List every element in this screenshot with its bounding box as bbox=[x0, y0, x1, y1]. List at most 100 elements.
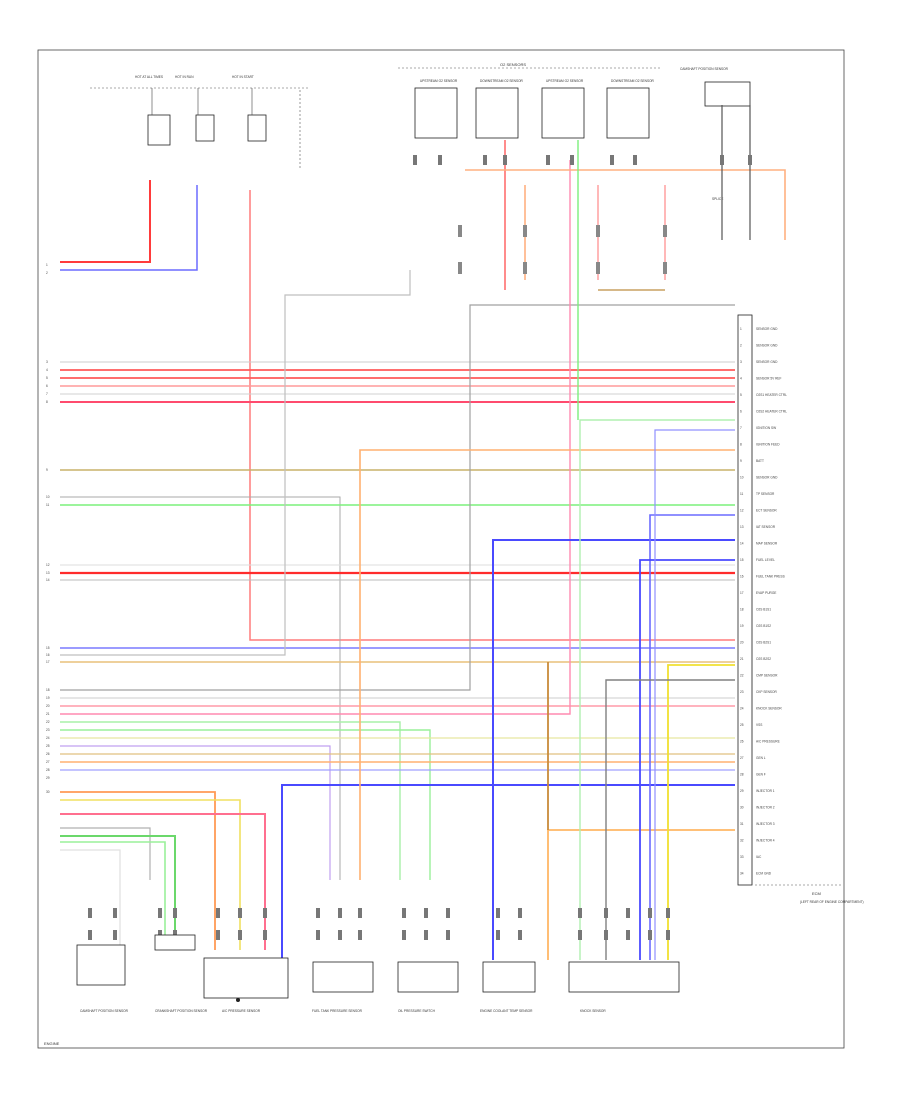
ecm-pin-label: SENSOR GND bbox=[756, 327, 778, 331]
wire bbox=[60, 813, 266, 950]
ecm-pin-number: 17 bbox=[740, 591, 744, 595]
left-pin-number: 3 bbox=[46, 360, 48, 364]
ecm-pin-label: O2S B2S2 bbox=[756, 657, 771, 661]
ecm-pin-number: 12 bbox=[740, 509, 744, 513]
connector-pin bbox=[88, 930, 92, 940]
connector-pin bbox=[626, 908, 630, 918]
component-label-1: CAMSHAFT POSITION SENSOR bbox=[80, 1009, 129, 1013]
component-box-5 bbox=[397, 961, 459, 993]
left-pin-number: 19 bbox=[46, 696, 50, 700]
wire bbox=[649, 514, 735, 960]
connector-pin bbox=[626, 930, 630, 940]
left-pin-number: 12 bbox=[46, 563, 50, 567]
ecm-pin-number: 33 bbox=[740, 855, 744, 859]
wire bbox=[60, 849, 121, 945]
connector-pin bbox=[216, 930, 220, 940]
ecm-pin-number: 19 bbox=[740, 624, 744, 628]
left-pin-number: 17 bbox=[46, 660, 50, 664]
connector-pin bbox=[523, 225, 527, 237]
connector-pin bbox=[88, 908, 92, 918]
ecm-pin-number: 3 bbox=[740, 360, 742, 364]
o2-sensor-label-3: UPSTREAM O2 SENSOR bbox=[546, 79, 584, 83]
wire bbox=[60, 721, 401, 880]
connector-pin bbox=[610, 155, 614, 165]
ecm-pin-label: INJECTOR 1 bbox=[756, 789, 775, 793]
o2-sensors: O2 SENSORS UPSTREAM O2 SENSOR DOWNSTREAM… bbox=[398, 62, 751, 201]
connector-pin bbox=[238, 908, 242, 918]
connector-pin bbox=[338, 930, 342, 940]
connector-pin bbox=[358, 930, 362, 940]
wire bbox=[465, 169, 786, 240]
left-pin-number: 29 bbox=[46, 776, 50, 780]
connector-pin bbox=[633, 155, 637, 165]
connector-pin bbox=[596, 225, 600, 237]
ecm-pin-label: A/C PRESSURE bbox=[756, 740, 780, 744]
ecm-pin-label: BATT bbox=[756, 459, 764, 463]
connector-pin bbox=[570, 155, 574, 165]
connector-pin bbox=[316, 908, 320, 918]
connector-pin bbox=[518, 930, 522, 940]
left-pin-number: 9 bbox=[46, 468, 48, 472]
connector-pin bbox=[413, 155, 417, 165]
ecm-pin-number: 14 bbox=[740, 542, 744, 546]
wire bbox=[60, 496, 341, 880]
cam-sensor-top-label: CAMSHAFT POSITION SENSOR bbox=[680, 67, 729, 71]
wire bbox=[281, 784, 735, 960]
ecm-pin-number: 9 bbox=[740, 459, 742, 463]
ecm-pin-label: IGNITION SW bbox=[756, 426, 776, 430]
ecm-pin-number: 2 bbox=[740, 344, 742, 348]
ecm-pin-label: O2S1 HEATER CTRL bbox=[756, 393, 787, 397]
ecm-body bbox=[737, 314, 753, 886]
connector-pin bbox=[216, 908, 220, 918]
splice-label: SPLICE bbox=[712, 197, 723, 201]
diagram-frame bbox=[37, 49, 845, 1049]
connector-pin bbox=[173, 908, 177, 918]
component-box-7 bbox=[568, 961, 680, 993]
ecm-pin-label: SENSOR GND bbox=[756, 476, 778, 480]
connector-pin bbox=[316, 930, 320, 940]
connector-pin bbox=[523, 262, 527, 274]
o2-sensor-label-2: DOWNSTREAM O2 SENSOR bbox=[480, 79, 524, 83]
ecm-pin-label: SENSOR GND bbox=[756, 360, 778, 364]
ecm-pin-number: 15 bbox=[740, 558, 744, 562]
connector-pin bbox=[483, 155, 487, 165]
o2-sensor-label-1: UPSTREAM O2 SENSOR bbox=[420, 79, 458, 83]
wire bbox=[60, 160, 571, 715]
component-label-7: KNOCK SENSOR bbox=[580, 1009, 606, 1013]
wire bbox=[605, 679, 735, 960]
left-pin-number: 7 bbox=[46, 392, 48, 396]
wire bbox=[60, 827, 151, 880]
connector-pin bbox=[578, 908, 582, 918]
connector-pin bbox=[438, 155, 442, 165]
ecm-connector: ECM (LEFT REAR OF ENGINE COMPARTMENT) SE… bbox=[737, 314, 864, 904]
fuse-label-1: HOT AT ALL TIMES bbox=[135, 75, 163, 79]
connector-pin bbox=[496, 930, 500, 940]
left-pin-column: 1234567891011121314151617181920212223242… bbox=[46, 263, 50, 794]
ecm-pin-number: 30 bbox=[740, 806, 744, 810]
wire bbox=[639, 559, 735, 960]
o2-sensor-4 bbox=[606, 87, 650, 139]
component-box-2 bbox=[154, 934, 196, 951]
connector-pin bbox=[648, 930, 652, 940]
ecm-pin-number: 26 bbox=[740, 740, 744, 744]
connector-pin bbox=[113, 908, 117, 918]
left-pin-number: 6 bbox=[46, 384, 48, 388]
ecm-pin-number: 32 bbox=[740, 839, 744, 843]
ecm-pin-label: INJECTOR 2 bbox=[756, 806, 775, 810]
ecm-pin-number: 34 bbox=[740, 872, 744, 876]
ecm-pin-number: 13 bbox=[740, 525, 744, 529]
fuse-panel: HOT AT ALL TIMES HOT IN RUN HOT IN START bbox=[90, 75, 310, 170]
ecm-title: ECM bbox=[812, 891, 821, 896]
ecm-pin-number: 5 bbox=[740, 393, 742, 397]
connector-pin bbox=[424, 908, 428, 918]
connector-pin bbox=[446, 908, 450, 918]
wire bbox=[579, 419, 735, 960]
connector-pin bbox=[238, 930, 242, 940]
left-pin-number: 25 bbox=[46, 744, 50, 748]
ecm-pin-number: 28 bbox=[740, 773, 744, 777]
connector-pin bbox=[663, 225, 667, 237]
left-pin-number: 14 bbox=[46, 578, 50, 582]
connector-pin bbox=[458, 262, 462, 274]
wire bbox=[60, 791, 216, 950]
